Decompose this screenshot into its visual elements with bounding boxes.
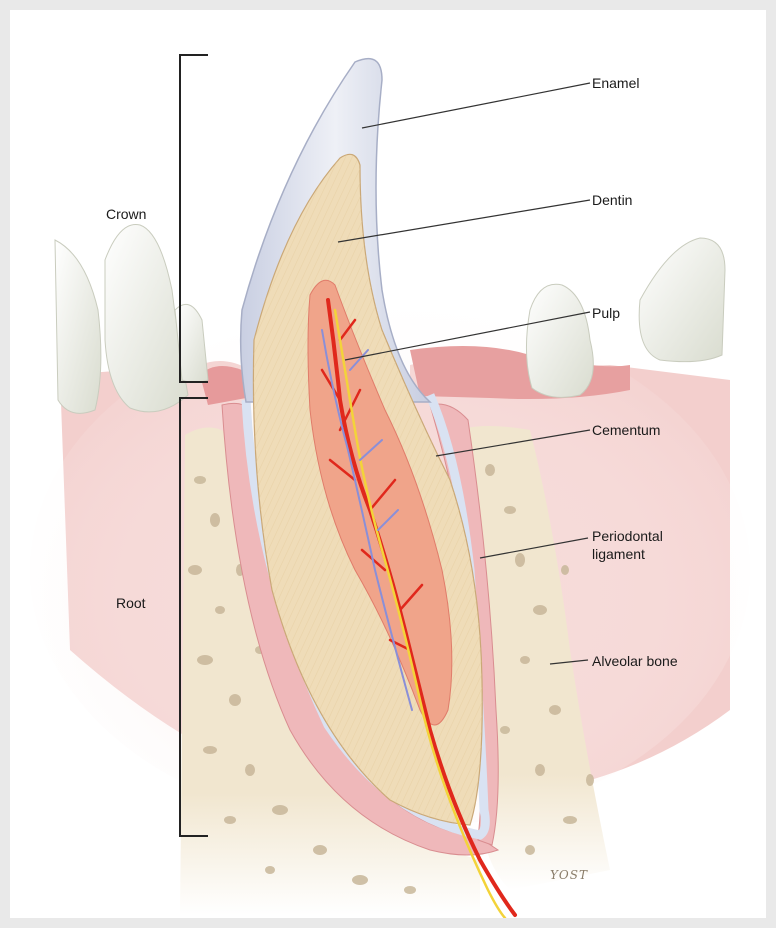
label-enamel: Enamel xyxy=(592,75,640,91)
label-pulp: Pulp xyxy=(592,305,621,321)
artist-signature: YOST xyxy=(550,868,588,882)
pulp-chamber xyxy=(307,279,453,726)
label-root: Root xyxy=(116,595,146,611)
neighbor-teeth xyxy=(54,223,726,414)
crown-bracket xyxy=(179,54,208,383)
pulp-vessels xyxy=(320,298,517,918)
label-periodontal-line1: Periodontal xyxy=(592,528,663,544)
label-cementum: Cementum xyxy=(592,422,661,438)
label-alveolar-bone: Alveolar bone xyxy=(592,653,678,669)
root-bracket xyxy=(179,397,208,837)
illustration-frame: Crown Root Enamel Dentin Pulp Cementum P… xyxy=(10,10,766,918)
label-crown: Crown xyxy=(106,206,147,222)
label-dentin: Dentin xyxy=(592,192,633,208)
label-periodontal-line2: ligament xyxy=(592,546,645,562)
leader-lines xyxy=(337,82,591,665)
tooth-cross-section-illustration xyxy=(30,54,750,918)
